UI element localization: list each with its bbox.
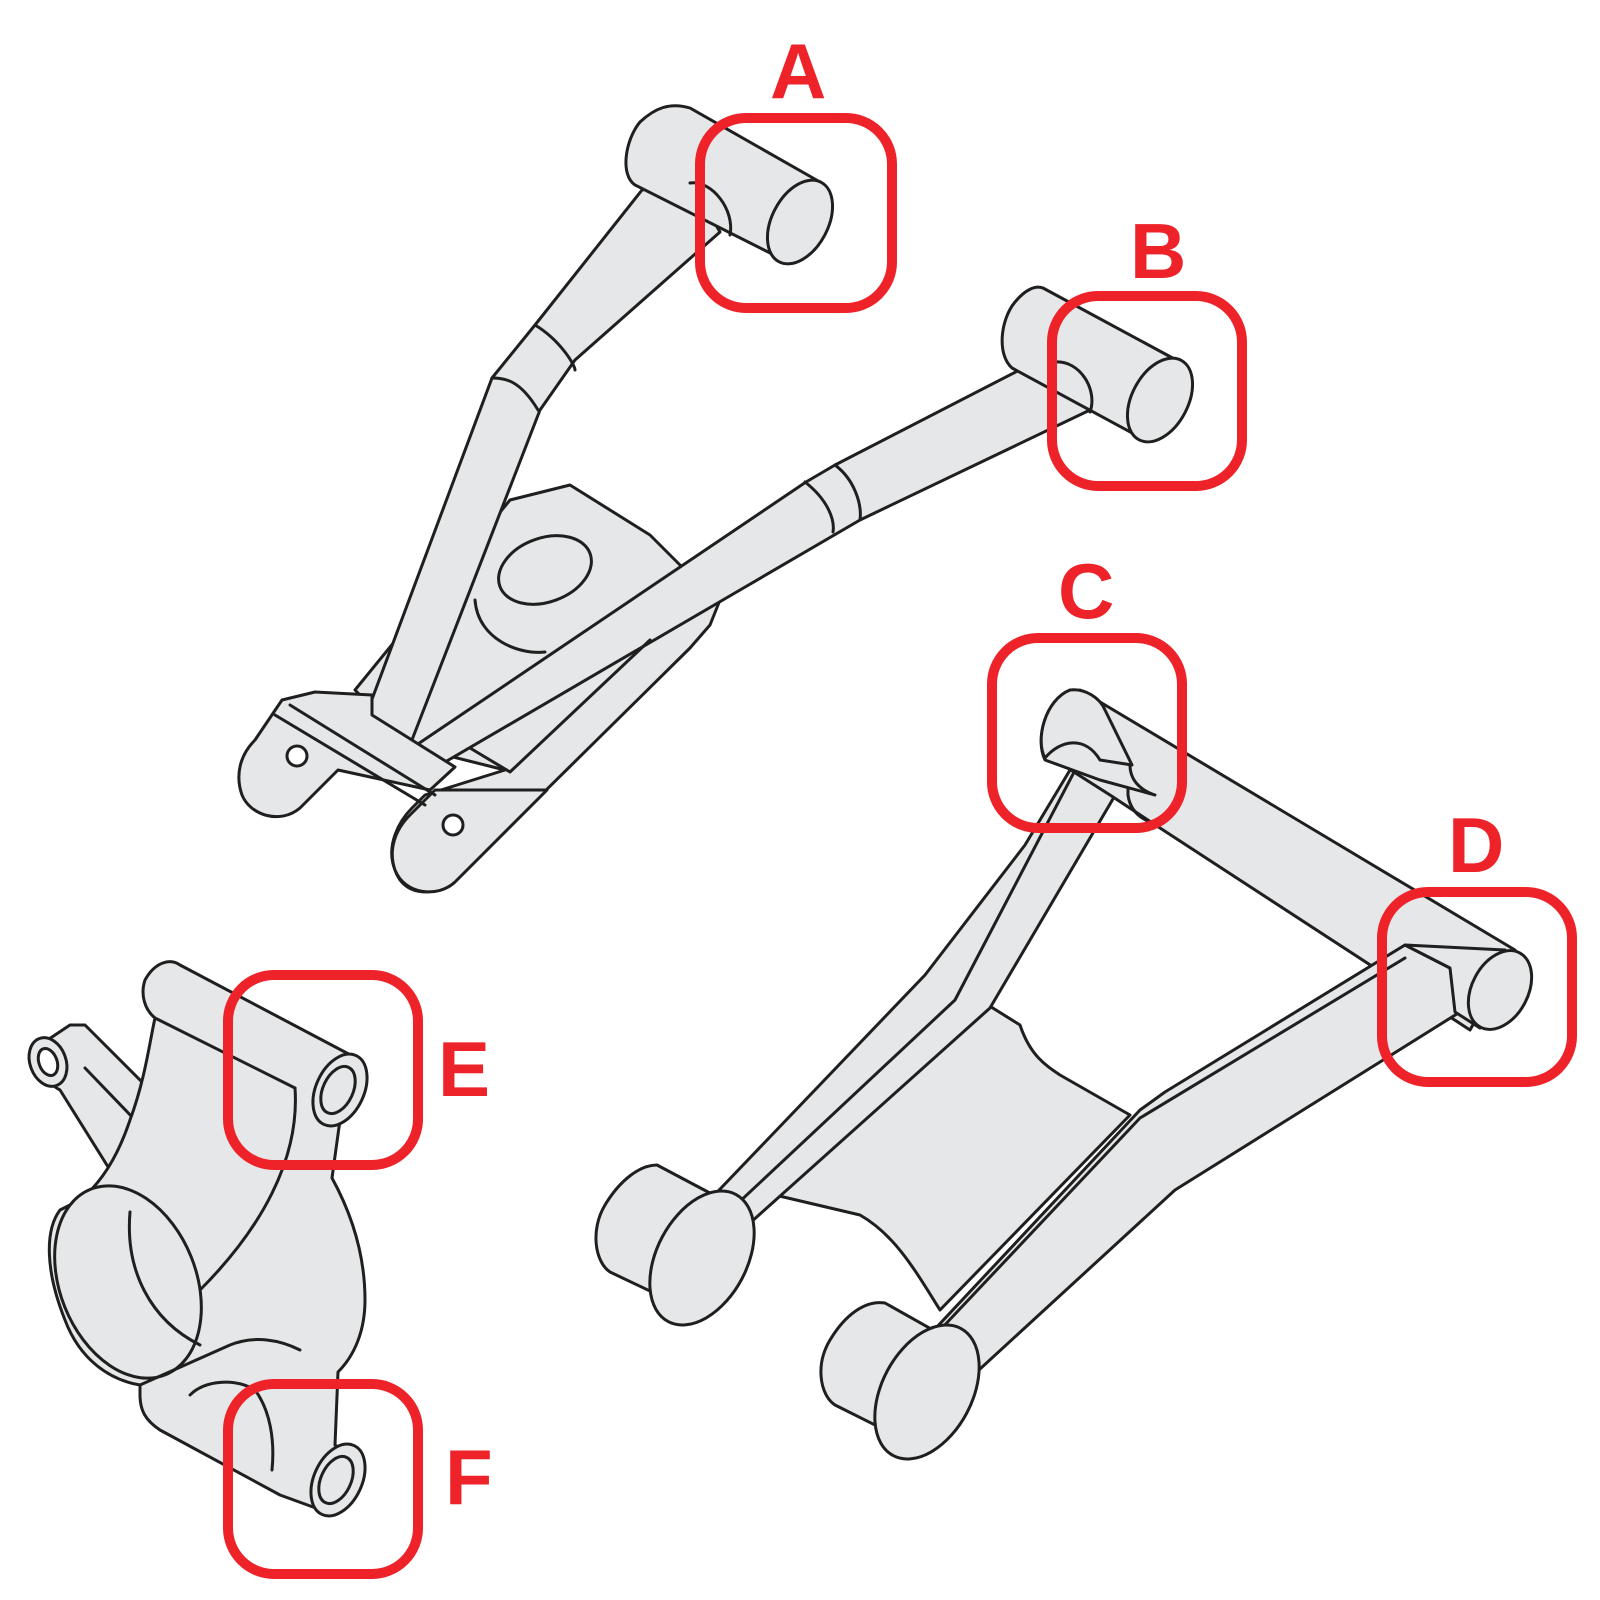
upper-arm-ball-joint-boss <box>497 534 593 606</box>
upper-arm-left-mount <box>237 690 457 819</box>
callout-box-d <box>1377 887 1577 1087</box>
upper-arm-mount-hole-left <box>285 744 309 768</box>
upper-arm-mount-hole-front <box>441 813 465 837</box>
callout-label-d: D <box>1448 801 1505 889</box>
upper-control-arm <box>237 104 1195 894</box>
callout-label-b: B <box>1130 207 1187 295</box>
upper-arm-front-mount <box>390 788 549 894</box>
lower-arm-plate <box>738 998 1132 1312</box>
lower-control-arm <box>594 688 1534 1461</box>
callout-box-b <box>1047 291 1247 491</box>
callout-label-e: E <box>438 1025 491 1113</box>
callout-label-c: C <box>1058 547 1115 635</box>
callout-box-c <box>987 633 1187 833</box>
bushing-a-end-face <box>765 178 835 266</box>
callout-label-f: F <box>445 1433 493 1521</box>
callout-label-a: A <box>770 27 827 115</box>
lower-arm-eye-right-face <box>873 1323 981 1461</box>
steering-knuckle <box>27 960 369 1518</box>
lower-arm-eye-left-face <box>648 1189 756 1327</box>
callout-box-a <box>695 113 897 313</box>
bushing-b-end-face <box>1125 356 1195 444</box>
bushing-d-end-face <box>1466 949 1534 1031</box>
callout-box-e <box>223 970 423 1170</box>
callout-box-f <box>223 1379 423 1579</box>
